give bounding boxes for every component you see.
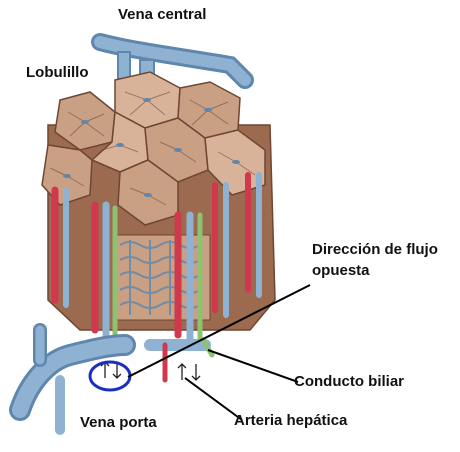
label-central-vein: Vena central (118, 6, 206, 23)
label-flow-direction-line1: Dirección de flujo (312, 241, 438, 258)
label-lobule: Lobulillo (26, 64, 88, 81)
label-hepatic-artery: Arteria hepática (234, 412, 347, 429)
leader-line-bile-duct (208, 350, 298, 382)
label-flow-direction-line2: opuesta (312, 262, 370, 279)
arrow-up-icon (178, 364, 186, 380)
arrow-down-icon (192, 364, 200, 380)
label-bile-duct: Conducto biliar (294, 373, 404, 390)
label-portal-vein: Vena porta (80, 414, 157, 431)
sinusoid-mesh (115, 235, 210, 320)
highlight-circle (90, 362, 130, 390)
